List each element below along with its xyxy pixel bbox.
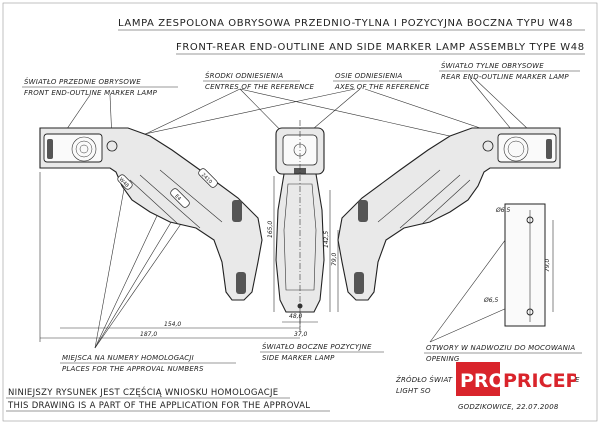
label-holes-en: OPENING: [426, 355, 460, 363]
label-front-en: FRONT END-OUTLINE MARKER LAMP: [24, 89, 158, 97]
label-rear-pl: ŚWIATŁO TYLNE OBRYSOWE: [441, 61, 544, 70]
label-axes-en: AXES OF THE REFERENCE: [334, 83, 430, 91]
label-front-pl: ŚWIATŁO PRZEDNIE OBRYSOWE: [24, 77, 141, 86]
dim-37: 37,0: [294, 331, 308, 338]
dimension-lines: 187,0 154,0 165,0 142,5 79,0 37,0 48,0: [39, 172, 339, 342]
dim-187: 187,0: [140, 331, 157, 338]
dim-154: 154,0: [164, 321, 181, 328]
dim-79: 79,0: [331, 252, 338, 266]
label-centres-en: CENTRES OF THE REFERENCE: [205, 83, 314, 91]
dim-48: 48,0: [289, 313, 303, 320]
label-centres-pl: ŚRODKI ODNIESIENIA: [205, 71, 283, 80]
logo-pro-text: PRO: [460, 370, 505, 392]
dim-165: 165,0: [267, 221, 274, 238]
place-date: GODZIKOWICE, 22.07.2008: [458, 403, 559, 411]
dim-hole-b: Ø6,5: [483, 297, 498, 304]
mounting-hole-template: 79,0 Ø6,5 Ø6,5: [483, 203, 554, 327]
note-polish: NINIEJSZY RYSUNEK JEST CZĘŚCIĄ WNIOSKU H…: [8, 386, 278, 398]
pro-pricep-logo: PRO PRICEP: [456, 362, 580, 396]
label-side-pl: ŚWIATŁO BOCZNE POZYCYJNE: [262, 342, 372, 351]
title-english: FRONT-REAR END-OUTLINE AND SIDE MARKER L…: [176, 42, 585, 53]
label-side-en: SIDE MARKER LAMP: [262, 354, 335, 362]
title-polish: LAMPA ZESPOLONA OBRYSOWA PRZEDNIO-TYLNA …: [118, 18, 573, 29]
label-places-pl: MIEJSCA NA NUMERY HOMOLOGACJI: [62, 354, 194, 362]
label-rear-en: REAR END-OUTLINE MARKER LAMP: [441, 73, 569, 81]
label-source-pl: ŹRÓDŁO ŚWIAT: [395, 375, 453, 384]
label-axes-pl: OSIE ODNIESIENIA: [335, 72, 403, 80]
label-source-en: LIGHT SO: [396, 387, 431, 395]
label-source-tail: E: [575, 376, 580, 384]
approval-mark-e4: E4: [173, 193, 182, 202]
label-places-en: PLACES FOR THE APPROVAL NUMBERS: [62, 365, 204, 373]
dim-142-5: 142,5: [323, 231, 330, 248]
label-holes-pl: OTWORY W NADWOZIU DO MOCOWANIA: [426, 344, 575, 352]
dim-holes-distance: 79,0: [544, 258, 551, 272]
right-lamp-view: [337, 127, 561, 301]
center-lamp-view: [275, 120, 325, 330]
dim-hole-a: Ø6,5: [495, 207, 510, 214]
note-english: THIS DRAWING IS A PART OF THE APPLICATIO…: [7, 401, 310, 411]
logo-pricep-text: PRICEP: [503, 370, 576, 392]
left-lamp-view: W48 E4 2410: [39, 127, 263, 301]
